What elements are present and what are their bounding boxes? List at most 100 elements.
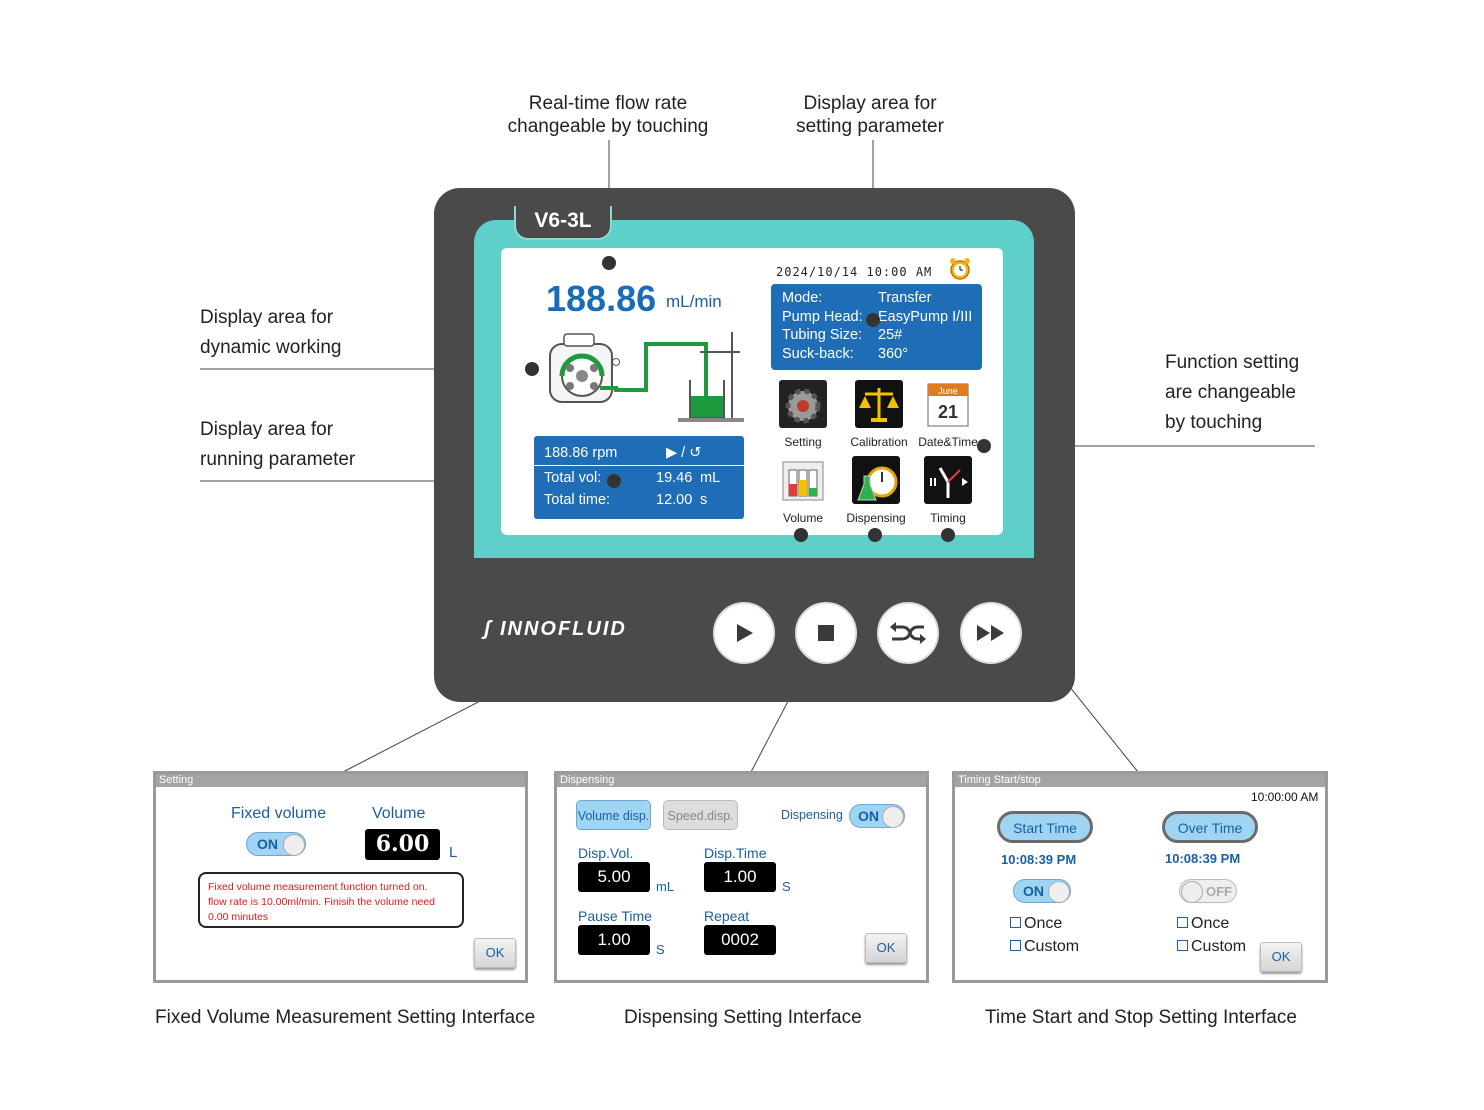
checkbox-icon [1010,917,1021,928]
over-once-checkbox[interactable]: Once [1177,915,1229,933]
toggle-label: OFF [1206,884,1232,899]
function-label: Volume [782,511,824,525]
model-label: V6-3L [514,206,612,240]
param-suckback-label: Suck-back: [782,346,854,362]
volume-unit: L [449,844,458,861]
callout-text: running parameter [200,449,356,470]
pause-time-input[interactable]: 1.00 [578,925,650,955]
callout-dot-running [607,474,621,488]
panel-title: Timing Start/stop [955,774,1325,787]
param-tubing-value: 25# [878,327,903,343]
timing-panel: Timing Start/stop 10:00:00 AM Start Time… [952,771,1328,983]
function-volume[interactable]: Volume [773,456,833,525]
direction-indicator[interactable]: ▶ / ↺ [666,445,702,461]
fast-forward-button[interactable] [960,602,1022,664]
function-label: Setting [784,435,822,449]
info-message-line: Fixed volume measurement function turned… [208,881,428,893]
callout-dot-function [977,439,991,453]
start-toggle[interactable]: ON [1013,879,1071,903]
gear-icon [779,380,827,428]
current-time: 10:00:00 AM [1251,790,1319,804]
callout-text: Function setting [1165,352,1300,373]
reverse-button[interactable] [877,602,939,664]
calendar-icon: June 21 [927,383,969,427]
stopwatch-flask-icon [852,456,900,504]
total-vol-label: Total vol: [544,470,602,486]
brand-text: INNOFLUID [499,618,627,640]
dispensing-panel: Dispensing Volume disp. Speed.disp. Disp… [554,771,929,983]
reverse-icon [890,622,926,644]
callout-dot-volume [794,528,808,542]
param-suckback-value: 360° [878,346,908,362]
param-pump-head-value: EasyPump I/III [878,309,973,325]
play-button[interactable] [713,602,775,664]
setting-parameter-panel: Mode: Transfer Pump Head: EasyPump I/III… [771,284,982,370]
function-timing[interactable]: Timing [918,456,978,525]
caption-timing: Time Start and Stop Setting Interface [985,1007,1297,1028]
function-setting[interactable]: Setting [773,380,833,449]
param-tubing-label: Tubing Size: [782,327,863,343]
stop-button[interactable] [795,602,857,664]
disp-time-input[interactable]: 1.00 [704,862,776,892]
total-time-value: 12.00 [656,492,693,508]
param-mode-value: Transfer [878,290,932,306]
alarm-clock-icon[interactable] [948,256,972,282]
callout-text: are changeable [1165,382,1296,403]
over-custom-checkbox[interactable]: Custom [1177,938,1246,956]
callout-text: Display area for [200,419,334,440]
start-once-checkbox[interactable]: Once [1010,915,1062,933]
function-date-time[interactable]: June 21 Date&Time [918,380,978,449]
volume-label: Volume [372,805,426,822]
function-dispensing[interactable]: Dispensing [843,456,909,525]
toggle-label: ON [257,836,278,852]
callout-text: Display area for [200,307,334,328]
repeat-label: Repeat [704,908,750,924]
beaker-icon [678,332,744,422]
pump-head-icon [549,333,620,403]
checkbox-label: Custom [1024,938,1080,955]
dispensing-toggle[interactable]: ON [849,804,905,828]
function-label: Date&Time [918,435,978,449]
ok-button[interactable]: OK [1260,942,1302,972]
pump-animation [549,332,744,422]
callout-dot-dynamic [525,362,539,376]
flow-rate-value[interactable]: 188.86 [546,278,657,319]
total-time-label: Total time: [544,492,611,508]
stop-icon [818,625,834,641]
function-label: Calibration [850,435,908,449]
panel-title: Setting [156,774,525,787]
volume-disp-button[interactable]: Volume disp. [576,800,651,830]
disp-vol-input[interactable]: 5.00 [578,862,650,892]
volume-value-input[interactable]: 6.00 [365,829,440,860]
callout-flow-rate: Real-time flow rate changeable by touchi… [490,92,726,138]
clock-icon [924,456,972,504]
function-label: Timing [930,511,966,525]
disp-time-label: Disp.Time [704,845,767,861]
play-icon [737,624,753,642]
brand-mark-icon: ʃ [484,618,493,640]
callout-dot-flow [602,256,616,270]
over-toggle[interactable]: OFF [1179,879,1237,903]
ok-button[interactable]: OK [865,933,907,963]
callout-dot-timing [941,528,955,542]
param-pump-head-label: Pump Head: [782,309,863,325]
test-tubes-icon [782,461,824,501]
function-label: Dispensing [846,511,906,525]
callout-text: changeable by touching [507,116,709,137]
repeat-input[interactable]: 0002 [704,925,776,955]
callout-dynamic: Display area for dynamic working [200,303,342,363]
start-time-button[interactable]: Start Time [997,811,1093,843]
callout-running: Display area for running parameter [200,415,355,475]
ok-button[interactable]: OK [474,938,516,968]
toggle-knob [1048,881,1070,903]
speed-disp-button[interactable]: Speed.disp. [663,800,738,830]
over-time-button[interactable]: Over Time [1162,811,1258,843]
function-calibration[interactable]: Calibration [846,380,912,449]
total-vol-unit: mL [700,470,721,486]
start-custom-checkbox[interactable]: Custom [1010,938,1079,956]
callout-text: Display area for [803,93,937,114]
pause-time-unit: S [656,942,665,957]
scale-icon [855,380,903,428]
start-time-value: 10:08:39 PM [1001,852,1077,867]
fixed-volume-toggle[interactable]: ON [246,832,306,856]
